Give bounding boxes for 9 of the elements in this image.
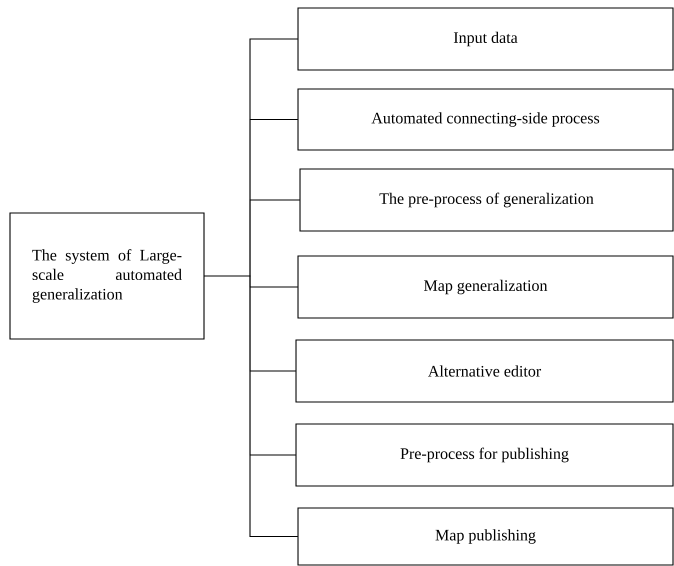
- process-box: Map publishing: [297, 507, 674, 566]
- process-box: Automated connecting-side process: [297, 88, 674, 151]
- connector: [204, 275, 298, 538]
- process-box: Input data: [297, 7, 674, 71]
- process-box: The pre-process of generalization: [299, 168, 674, 232]
- process-box: Alternative editor: [295, 339, 674, 403]
- process-box: Map generalization: [297, 255, 674, 319]
- system-box: The system of Large-scale automated generalization: [9, 212, 205, 340]
- process-box: Pre-process for publishing: [295, 423, 674, 487]
